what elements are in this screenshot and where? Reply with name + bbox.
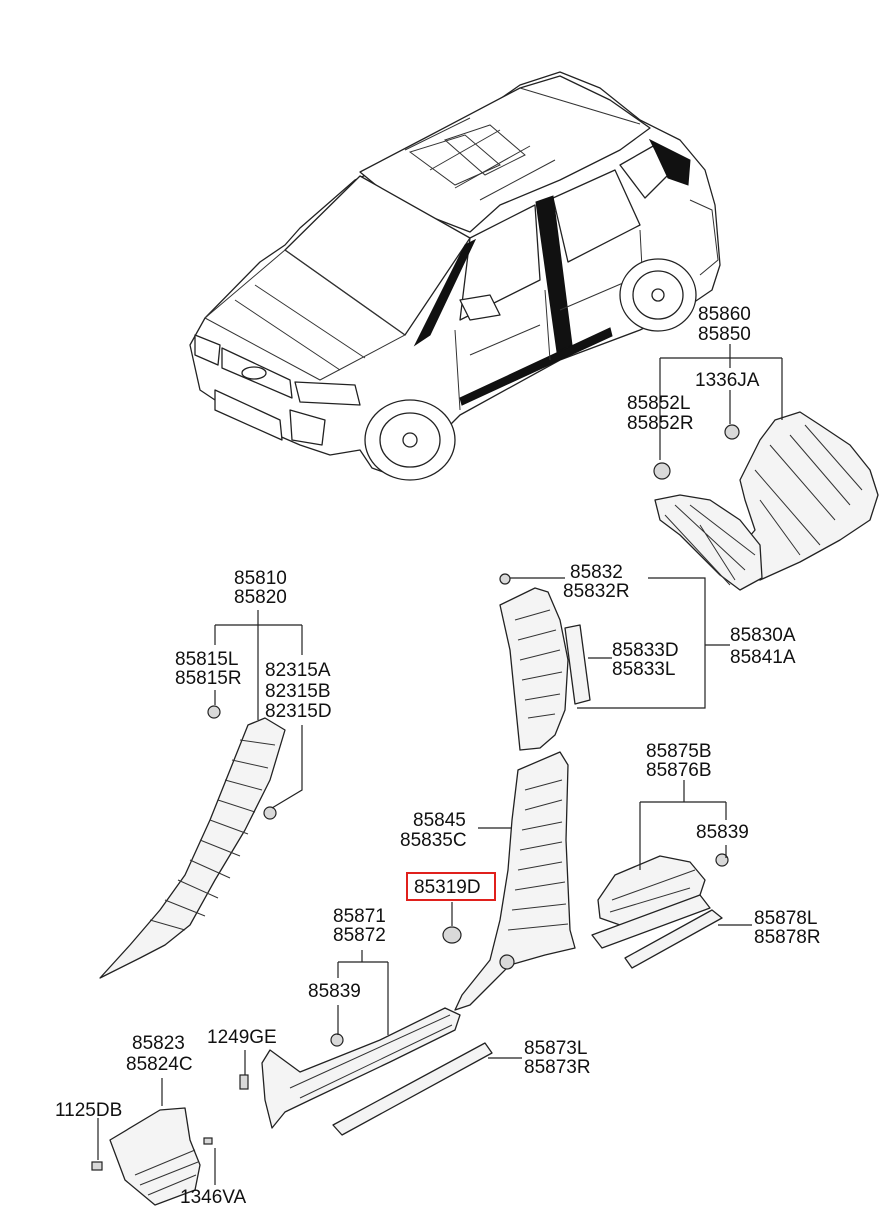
kick-panel	[91, 1107, 213, 1206]
label-85873r: 85873R	[524, 1057, 591, 1078]
label-85841a: 85841A	[730, 647, 796, 668]
highlight-box-85319d	[406, 872, 496, 901]
label-85839-upper: 85839	[696, 822, 749, 843]
label-1346va: 1346VA	[180, 1187, 247, 1208]
label-85815l: 85815L	[175, 649, 238, 670]
label-82315b: 82315B	[265, 681, 331, 702]
label-1249ge: 1249GE	[207, 1027, 277, 1048]
label-85872: 85872	[333, 925, 386, 946]
b-pillar-lower-trim	[454, 751, 576, 1011]
label-85815r: 85815R	[175, 668, 242, 689]
rear-door-scuff-trim	[591, 853, 729, 969]
rear-quarter-trim	[653, 411, 879, 591]
b-pillar-upper-trim	[499, 573, 591, 751]
label-85833l: 85833L	[612, 659, 675, 680]
label-85810: 85810	[234, 568, 287, 589]
label-85852r: 85852R	[627, 413, 694, 434]
label-85832r: 85832R	[563, 581, 630, 602]
label-85876b: 85876B	[646, 760, 712, 781]
label-85860: 85860	[698, 304, 751, 325]
label-85319d: 85319D	[414, 877, 481, 898]
label-85850: 85850	[698, 324, 751, 345]
label-82315a: 82315A	[265, 660, 331, 681]
label-85878l: 85878L	[754, 908, 817, 929]
vehicle-illustration	[189, 71, 721, 481]
label-85875b: 85875B	[646, 741, 712, 762]
label-85820: 85820	[234, 587, 287, 608]
label-85871: 85871	[333, 906, 386, 927]
label-85835c: 85835C	[400, 830, 467, 851]
label-85832: 85832	[570, 562, 623, 583]
label-85878r: 85878R	[754, 927, 821, 948]
label-85839-lower: 85839	[308, 981, 361, 1002]
label-85823: 85823	[132, 1033, 185, 1054]
leader-lines	[97, 344, 783, 1185]
label-85830a: 85830A	[730, 625, 796, 646]
label-85873l: 85873L	[524, 1038, 587, 1059]
label-85824c: 85824C	[126, 1054, 193, 1075]
label-82315d: 82315D	[265, 701, 332, 722]
grommet-85319d	[442, 926, 462, 944]
label-85833d: 85833D	[612, 640, 679, 661]
front-sill-plate	[332, 1042, 493, 1136]
label-85845: 85845	[413, 810, 466, 831]
label-85852l: 85852L	[627, 393, 690, 414]
part-labels: 85860 85850 1336JA 85852L 85852R 85832 8…	[55, 304, 821, 1208]
label-1125db: 1125DB	[55, 1100, 122, 1121]
front-door-scuff-trim	[239, 1007, 461, 1129]
a-pillar-trim	[99, 705, 286, 979]
label-1336ja: 1336JA	[695, 370, 760, 391]
